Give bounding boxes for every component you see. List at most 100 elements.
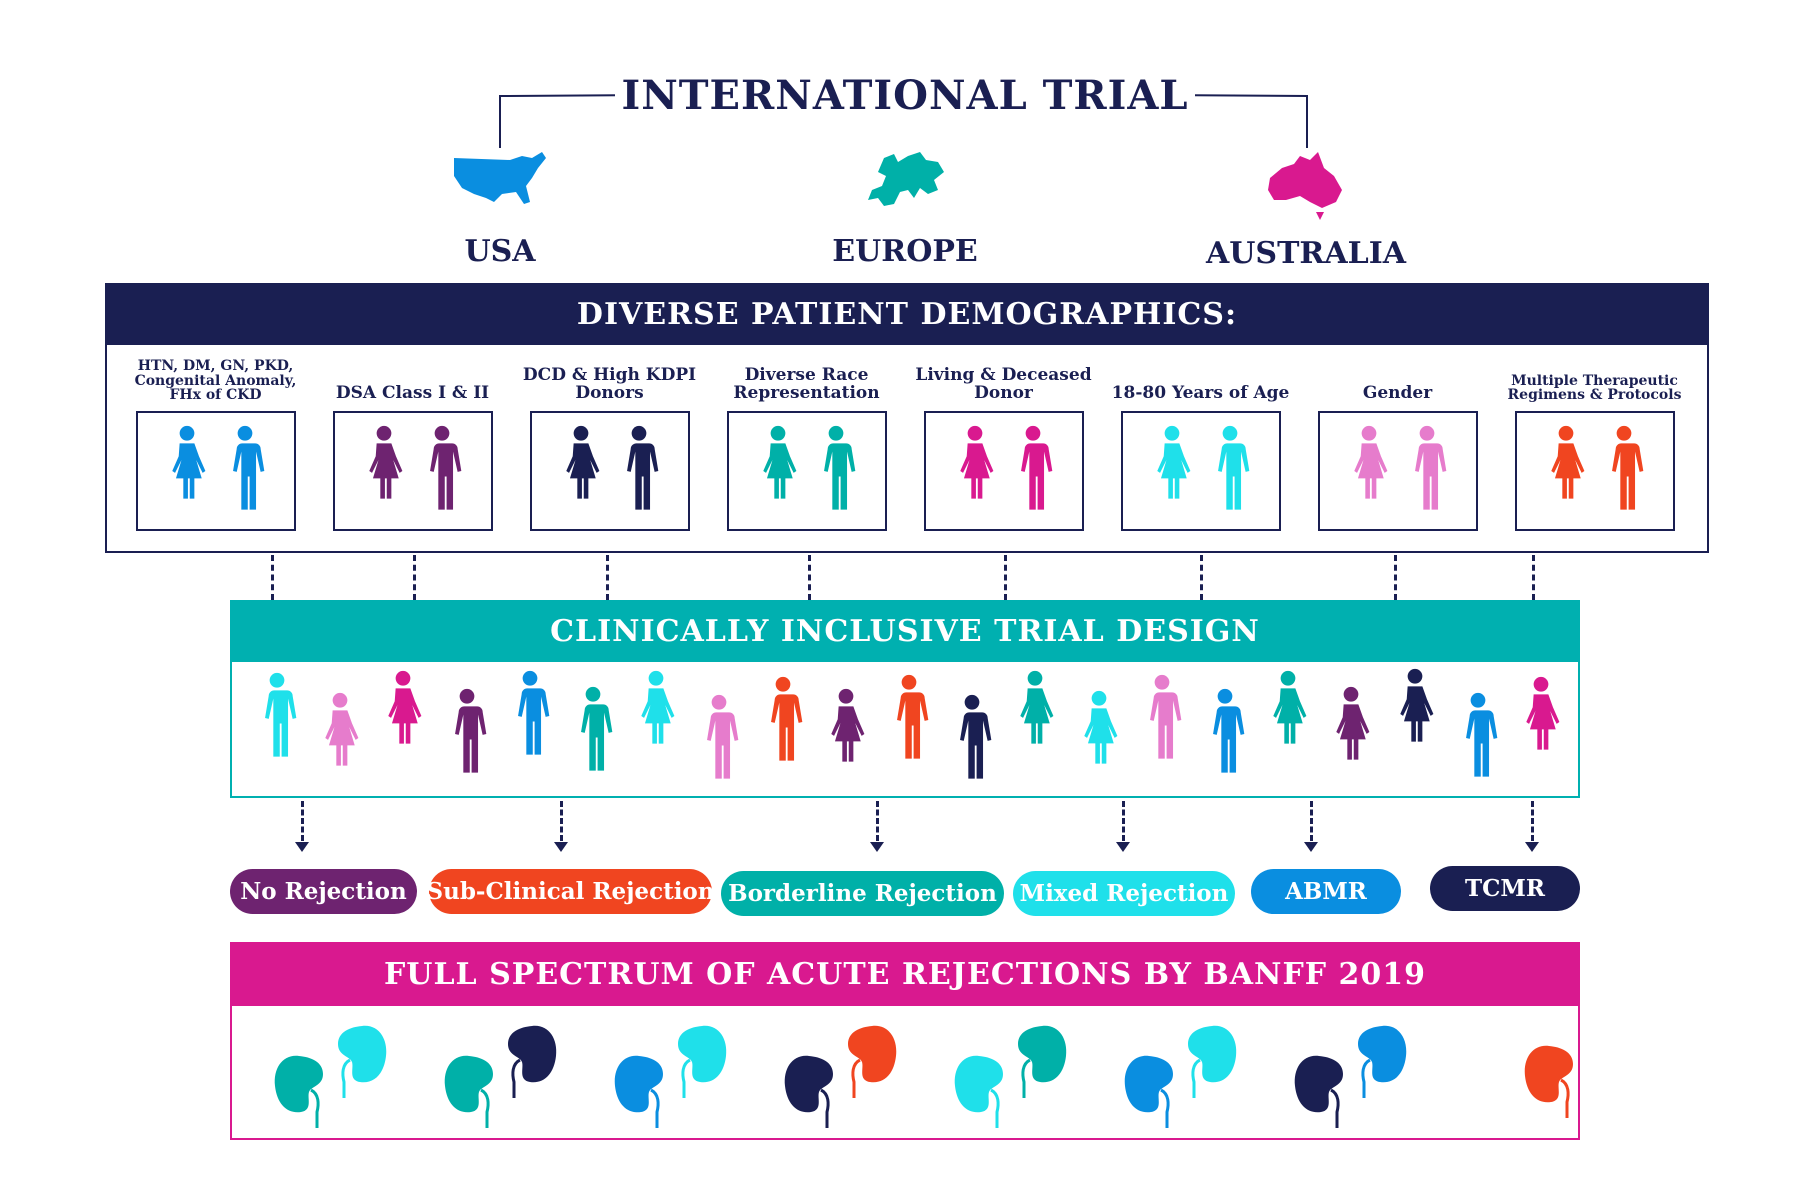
demographic-item: Gender xyxy=(1299,343,1496,531)
arrow-head-icon xyxy=(1525,842,1539,852)
rejection-pill: Sub-Clinical Rejection xyxy=(427,869,715,914)
usa-map-icon xyxy=(454,152,546,204)
banff-panel: FULL SPECTRUM OF ACUTE REJECTIONS BY BAN… xyxy=(230,942,1580,1140)
dashed-arrow xyxy=(876,801,879,841)
trial-person xyxy=(886,674,932,770)
figure-box xyxy=(1317,411,1478,531)
kidney-icon xyxy=(784,1055,833,1128)
man-person-icon xyxy=(1217,425,1249,510)
kidney-pair xyxy=(1462,1022,1592,1132)
woman-person-icon xyxy=(1336,686,1370,760)
woman-person-icon xyxy=(1399,668,1433,742)
region-label: USA xyxy=(464,234,536,269)
man-person-icon xyxy=(1414,425,1446,510)
man-person-icon xyxy=(581,686,613,771)
kidney-icon xyxy=(1124,1055,1173,1128)
trial-person xyxy=(1392,668,1438,764)
man-person-icon xyxy=(707,694,739,779)
kidney-pair xyxy=(1292,1022,1422,1132)
trial-person xyxy=(317,692,363,788)
region-usa: USA xyxy=(370,150,630,269)
demographic-label: Gender xyxy=(1362,383,1433,404)
demographic-item: DCD & High KDPI Donors xyxy=(511,343,708,531)
trial-person xyxy=(1328,686,1374,782)
kidney-icon xyxy=(1018,1025,1067,1098)
man-person-icon xyxy=(429,425,461,510)
kidney-icon xyxy=(848,1025,897,1098)
trial-person xyxy=(507,670,553,766)
woman-person-icon xyxy=(1526,676,1560,750)
figure-box xyxy=(1514,411,1675,531)
woman-person-icon xyxy=(565,425,599,499)
man-person-icon xyxy=(1213,688,1245,773)
region-label: AUSTRALIA xyxy=(1205,236,1407,271)
woman-person-icon xyxy=(959,425,993,499)
trial-person xyxy=(633,670,679,766)
man-person-icon xyxy=(960,694,992,779)
title-bracket xyxy=(499,94,1308,148)
trial-person xyxy=(254,672,300,768)
trial-person xyxy=(949,694,995,790)
demographic-label: 18-80 Years of Age xyxy=(1111,383,1290,404)
page-title: INTERNATIONAL TRIAL xyxy=(0,72,1800,119)
kidney-icon xyxy=(614,1055,663,1128)
trial-person xyxy=(696,694,742,790)
demographic-label: Multiple Therapeutic Regimens & Protocol… xyxy=(1507,372,1682,404)
man-person-icon xyxy=(517,670,550,755)
man-person-icon xyxy=(1149,674,1182,759)
dashed-connector xyxy=(271,555,274,600)
region-europe: EUROPE xyxy=(775,150,1035,269)
man-person-icon xyxy=(1020,425,1052,510)
demographic-item: Diverse Race Representation xyxy=(708,343,905,531)
kidney-icon xyxy=(1358,1025,1407,1098)
demographic-label: DCD & High KDPI Donors xyxy=(522,365,697,404)
dashed-connector xyxy=(1532,555,1535,600)
dashed-connector xyxy=(1200,555,1203,600)
trial-person xyxy=(570,686,616,782)
kidney-icon xyxy=(274,1055,323,1128)
figure-box xyxy=(135,411,296,531)
trial-person xyxy=(1139,674,1185,770)
kidney-icon xyxy=(508,1025,557,1098)
demographic-item: DSA Class I & II xyxy=(314,343,511,531)
man-person-icon xyxy=(232,425,264,510)
woman-person-icon xyxy=(171,425,205,499)
kidney-pair xyxy=(1122,1022,1252,1132)
man-person-icon xyxy=(897,674,929,759)
dashed-arrow xyxy=(1531,801,1534,841)
trial-person xyxy=(1076,690,1122,786)
trial-person xyxy=(1265,670,1311,766)
woman-person-icon xyxy=(325,692,359,766)
trial-person xyxy=(1455,692,1501,788)
demographic-label: DSA Class I & II xyxy=(335,383,490,404)
woman-person-icon xyxy=(1020,670,1054,744)
trial-person xyxy=(444,688,490,784)
woman-person-icon xyxy=(1156,425,1190,499)
woman-person-icon xyxy=(1273,670,1307,744)
figure-box xyxy=(332,411,493,531)
demographics-header: DIVERSE PATIENT DEMOGRAPHICS: xyxy=(107,285,1707,345)
trial-person xyxy=(760,676,806,772)
arrow-head-icon xyxy=(1116,842,1130,852)
woman-person-icon xyxy=(1353,425,1387,499)
arrow-head-icon xyxy=(870,842,884,852)
figure-box xyxy=(1120,411,1281,531)
kidney-pair xyxy=(442,1022,572,1132)
europe-map-icon xyxy=(868,152,944,206)
man-person-icon xyxy=(265,672,297,757)
man-person-icon xyxy=(626,425,658,510)
kidney-icon xyxy=(338,1025,387,1098)
figure-box xyxy=(726,411,887,531)
dashed-connector xyxy=(413,555,416,600)
arrow-head-icon xyxy=(554,842,568,852)
woman-person-icon xyxy=(388,670,422,744)
woman-person-icon xyxy=(762,425,796,499)
arrow-head-icon xyxy=(295,842,309,852)
trial-design-header: CLINICALLY INCLUSIVE TRIAL DESIGN xyxy=(232,602,1578,662)
rejection-pill: Mixed Rejection xyxy=(1013,871,1235,916)
kidney-pair xyxy=(272,1022,402,1132)
trial-person xyxy=(1012,670,1058,766)
australia-map-icon xyxy=(1268,152,1342,220)
demographic-item: Living & Deceased Donor xyxy=(905,343,1102,531)
kidney-pair xyxy=(952,1022,1082,1132)
